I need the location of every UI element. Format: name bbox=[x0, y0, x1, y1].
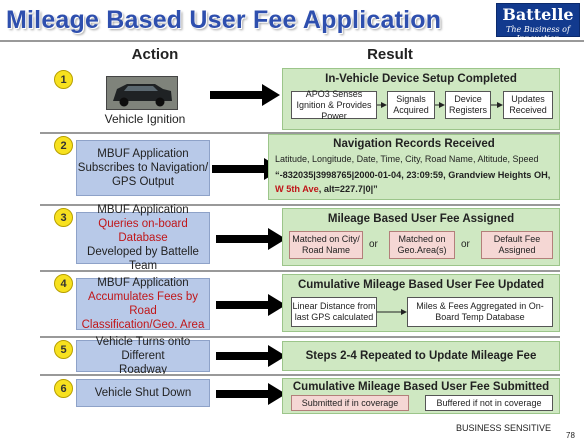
submitted-box: Submitted if in coverage bbox=[291, 395, 409, 411]
row-divider bbox=[40, 336, 560, 338]
result-header: Result bbox=[367, 46, 413, 63]
action-header: Action bbox=[131, 46, 179, 63]
action-arrow-icon bbox=[216, 294, 286, 316]
action-line: MBUF Application bbox=[97, 204, 189, 216]
nav-record-tail: , alt=227.7|0|” bbox=[318, 184, 378, 194]
action-line: GPS Output bbox=[111, 176, 174, 188]
action-line: Roadway bbox=[119, 364, 167, 376]
row-divider bbox=[40, 132, 560, 134]
flow-box-signals: Signals Acquired bbox=[387, 91, 435, 119]
match-geo-box: Matched on Geo.Area(s) bbox=[389, 231, 455, 259]
step-row-6: 6 Vehicle Shut Down Cumulative Mileage B… bbox=[40, 376, 560, 416]
result-title: Navigation Records Received bbox=[333, 138, 495, 150]
vehicle-ignition-caption: Vehicle Ignition bbox=[104, 112, 186, 126]
match-city-box: Matched on City/ Road Name bbox=[289, 231, 363, 259]
action-box-5: Vehicle Turns onto Different Roadway bbox=[76, 336, 210, 376]
flow-arrows bbox=[377, 102, 503, 108]
result-box-5: Steps 2-4 Repeated to Update Mileage Fee bbox=[282, 341, 560, 371]
row-divider bbox=[40, 374, 560, 376]
action-box-2: MBUF Application Subscribes to Navigatio… bbox=[76, 140, 210, 196]
action-line: MBUF Application bbox=[97, 277, 189, 289]
title-divider bbox=[0, 40, 584, 42]
battelle-logo: Battelle The Business of Innovation bbox=[496, 3, 580, 43]
miles-fees-box: Miles & Fees Aggregated in On-Board Temp… bbox=[407, 297, 553, 327]
action-line-highlight: Classification/Geo. Area bbox=[81, 319, 205, 331]
linear-distance-box: Linear Distance from last GPS calculated bbox=[291, 297, 377, 327]
step-row-1: 1 Vehicle Ignition In-Vehicle Device Set… bbox=[40, 68, 560, 132]
flow-box-device: Device Registers bbox=[445, 91, 491, 119]
default-fee-box: Default Fee Assigned bbox=[481, 231, 553, 259]
row-divider bbox=[40, 204, 560, 206]
flow-arrows bbox=[377, 309, 407, 315]
logo-name: Battelle bbox=[502, 5, 574, 24]
action-box-4: MBUF Application Accumulates Fees by Roa… bbox=[76, 277, 210, 331]
action-arrow-icon bbox=[216, 228, 286, 250]
step-row-4: 4 MBUF Application Accumulates Fees by R… bbox=[40, 272, 560, 336]
step-number-badge: 3 bbox=[54, 208, 73, 227]
step-row-3: 3 MBUF Application Queries on-board Data… bbox=[40, 204, 560, 272]
action-line: Vehicle Turns onto Different bbox=[95, 336, 191, 362]
result-box-2: Navigation Records Received Latitude, Lo… bbox=[268, 134, 560, 200]
result-title: Steps 2-4 Repeated to Update Mileage Fee bbox=[305, 350, 537, 362]
action-arrow-icon bbox=[212, 158, 282, 180]
nav-fields-text: Latitude, Longitude, Date, Time, City, R… bbox=[275, 154, 539, 164]
action-box-6: Vehicle Shut Down bbox=[76, 379, 210, 407]
result-title: Cumulative Mileage Based User Fee Update… bbox=[297, 279, 545, 291]
result-box-4: Cumulative Mileage Based User Fee Update… bbox=[282, 274, 560, 332]
vehicle-photo bbox=[106, 76, 178, 110]
result-box-6: Cumulative Mileage Based User Fee Submit… bbox=[282, 378, 560, 414]
action-box-3: MBUF Application Queries on-board Databa… bbox=[76, 204, 210, 272]
action-line: Subscribes to Navigation/ bbox=[77, 162, 209, 174]
action-line-highlight: Accumulates Fees by Road bbox=[88, 291, 198, 317]
step-number-badge: 2 bbox=[54, 136, 73, 155]
logo-tagline: The Business of Innovation bbox=[506, 25, 570, 43]
page-number: 78 bbox=[566, 431, 575, 440]
flow-box-ignition: APO3 Senses Ignition & Provides Power bbox=[291, 89, 377, 121]
step-row-2: 2 MBUF Application Subscribes to Navigat… bbox=[40, 134, 560, 204]
step-number-badge: 5 bbox=[54, 340, 73, 359]
nav-record-line2: W 5th Ave, alt=227.7|0|” bbox=[275, 184, 559, 194]
footer-label: BUSINESS SENSITIVE bbox=[456, 423, 552, 433]
flow-box-updates: Updates Received bbox=[503, 91, 553, 119]
action-line-highlight: Queries on-board Database bbox=[98, 218, 188, 244]
action-line: Developed by Battelle Team bbox=[87, 246, 199, 272]
result-box-1: In-Vehicle Device Setup Completed APO3 S… bbox=[282, 68, 560, 130]
street-name-highlight: W 5th Ave bbox=[275, 184, 319, 194]
nav-record-line1: “-832035|3998765|2000-01-04, 23:09:59, G… bbox=[275, 170, 551, 180]
step-number-badge: 1 bbox=[54, 70, 73, 89]
buffered-box: Buffered if not in coverage bbox=[425, 395, 553, 411]
action-arrow-icon bbox=[210, 84, 280, 106]
or-label: or bbox=[461, 239, 470, 250]
page-title: Mileage Based User Fee Application bbox=[6, 6, 442, 34]
result-title: Cumulative Mileage Based User Fee Submit… bbox=[292, 381, 550, 393]
result-title: In-Vehicle Device Setup Completed bbox=[325, 73, 517, 85]
result-box-3: Mileage Based User Fee Assigned Matched … bbox=[282, 208, 560, 266]
step-row-5: 5 Vehicle Turns onto Different Roadway S… bbox=[40, 336, 560, 376]
action-line: Vehicle Shut Down bbox=[94, 387, 192, 399]
action-line: MBUF Application bbox=[97, 148, 189, 160]
step-number-badge: 4 bbox=[54, 274, 73, 293]
action-arrow-icon bbox=[216, 345, 286, 367]
step-number-badge: 6 bbox=[54, 379, 73, 398]
action-arrow-icon bbox=[216, 383, 286, 405]
or-label: or bbox=[369, 239, 378, 250]
row-divider bbox=[40, 270, 560, 272]
result-title: Mileage Based User Fee Assigned bbox=[327, 213, 515, 225]
